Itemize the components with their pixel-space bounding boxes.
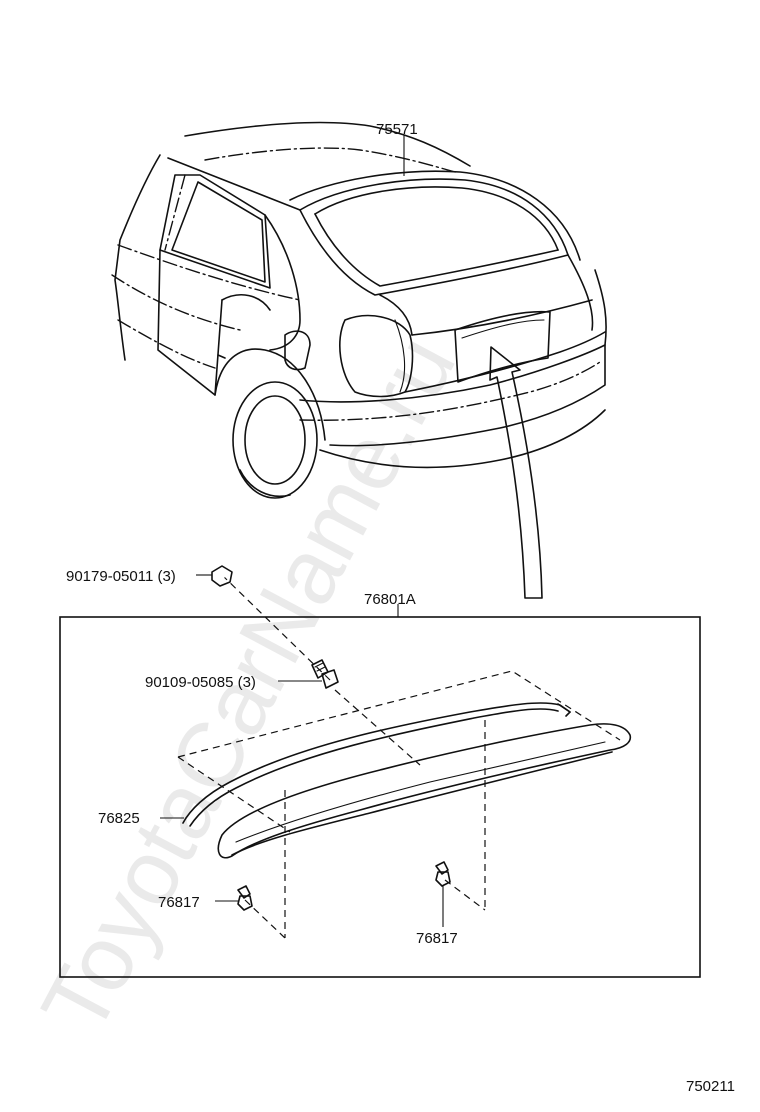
clip-76817-left-icon[interactable] [237,885,253,911]
label-clip-76817-right: 76817 [416,930,458,947]
arrow-to-spoiler [489,346,543,599]
spoiler-assembly-box [59,616,701,978]
car-illustration [111,121,607,499]
label-clip-76817-left: 76817 [158,894,200,911]
label-window-molding: 75571 [376,121,418,138]
bolt-90109-icon[interactable] [311,659,339,689]
spoiler-body[interactable] [217,723,632,859]
clip-90179-icon[interactable] [211,565,233,587]
label-seal-76825: 76825 [98,810,140,827]
label-clip-90179: 90179-05011 (3) [66,568,176,585]
label-bolt-90109: 90109-05085 (3) [145,674,256,691]
seal-76825[interactable] [182,702,571,827]
diagram-code: 750211 [686,1078,735,1095]
label-spoiler-assy: 76801A [364,591,416,608]
clip-76817-right-icon[interactable] [435,861,451,887]
dashed-line-clip-a [221,574,331,681]
